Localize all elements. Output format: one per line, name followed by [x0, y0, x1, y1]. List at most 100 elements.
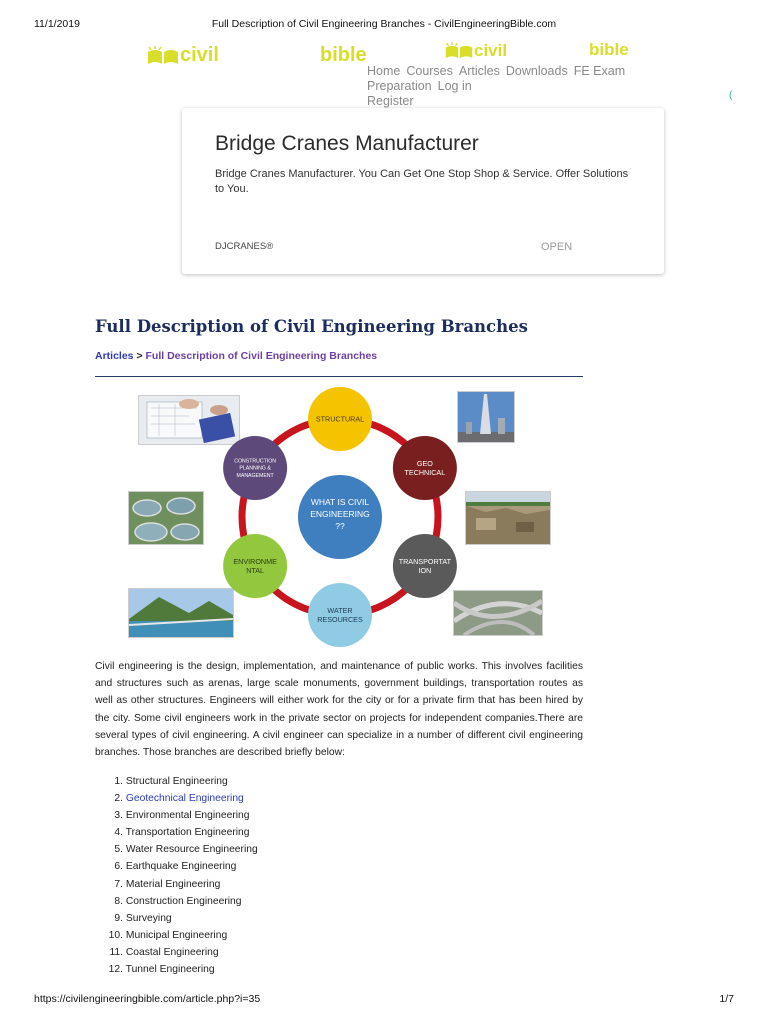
diagram-node-label: TRANSPORTAT	[399, 557, 452, 566]
logo-bible-text: bible	[320, 44, 367, 66]
diagram-node-label: ENVIRONME	[233, 557, 277, 566]
edge-fragment-icon: (	[729, 90, 733, 101]
breadcrumb-articles-link[interactable]: Articles	[95, 350, 134, 362]
nav-courses[interactable]: Courses	[406, 64, 453, 78]
branch-number: 10.	[108, 929, 123, 941]
branch-label: Surveying	[123, 912, 172, 924]
branch-label: Construction Engineering	[123, 895, 242, 907]
branch-label: Structural Engineering	[123, 776, 228, 787]
diagram-node-label: ION	[418, 566, 431, 575]
branch-number: 4.	[114, 827, 123, 839]
diagram-node-label: NTAL	[246, 566, 264, 575]
title-divider	[95, 376, 583, 377]
diagram-node	[308, 387, 372, 451]
intro-paragraph: Civil engineering is the design, impleme…	[95, 661, 583, 759]
nav-articles[interactable]: Articles	[458, 64, 500, 78]
branch-list-item: 10. Municipal Engineering	[95, 927, 395, 944]
branch-list-item: 11. Coastal Engineering	[95, 944, 395, 961]
branch-number: 3.	[114, 810, 123, 822]
diagram-node	[392, 436, 457, 500]
photo-highway	[453, 590, 543, 636]
nav-register[interactable]: Register	[367, 94, 414, 108]
diagram-node	[392, 534, 457, 598]
branch-label: Tunnel Engineering	[123, 964, 215, 976]
branch-label: Material Engineering	[123, 878, 221, 890]
diagram-center-label: ENGINEERING	[310, 509, 370, 519]
branch-number: 8.	[114, 895, 123, 907]
branch-list-item: 8. Construction Engineering	[95, 893, 395, 910]
diagram-center-label: WHAT IS CIVIL	[311, 497, 370, 507]
branch-list-item: 6. Earthquake Engineering	[95, 858, 395, 875]
diagram-node-label: STRUCTURAL	[316, 414, 364, 423]
branch-number: 2.	[114, 793, 123, 805]
breadcrumb-separator: >	[136, 350, 143, 362]
branch-list-item: 5. Water Resource Engineering	[95, 841, 395, 858]
photo-blueprint	[138, 395, 240, 445]
diagram-node	[308, 583, 372, 647]
book-icon	[148, 45, 178, 64]
diagram-node-label: TECHNICAL	[404, 468, 445, 477]
diagram-center-circle	[298, 475, 382, 559]
breadcrumb-current: Full Description of Civil Engineering Br…	[145, 350, 378, 362]
diagram-node-label: WATER	[327, 606, 352, 615]
branch-list-item: 3. Environmental Engineering	[95, 807, 395, 824]
branch-number: 12.	[108, 964, 123, 976]
branch-label: Water Resource Engineering	[123, 844, 258, 856]
nav-home[interactable]: Home	[367, 64, 401, 78]
ad-description: Bridge Cranes Manufacturer. You Can Get …	[215, 168, 629, 195]
branch-label: Environmental Engineering	[123, 810, 250, 822]
book-icon	[445, 42, 473, 59]
diagram-node-label: MANAGEMENT	[237, 473, 275, 479]
photo-treatment-plant	[128, 491, 204, 545]
diagram-node	[223, 534, 288, 598]
photo-tower	[457, 391, 515, 443]
print-page-number: 1/7	[719, 993, 734, 1005]
article-title: Full Description of Civil Engineering Br…	[95, 317, 528, 336]
ad-open-button[interactable]: OPEN	[541, 241, 573, 253]
site-logo-bible[interactable]: bible	[320, 44, 367, 67]
circle-diagram: WHAT IS CIVILENGINEERING??STRUCTURALGEOT…	[223, 387, 457, 647]
diagram-node-label: CONSTRUCTION	[234, 459, 276, 465]
site-logo-civil-secondary[interactable]: civil	[444, 41, 507, 61]
diagram-node-label: GEO	[417, 459, 433, 468]
nav-fe-exam[interactable]: FE Exam Preparation	[367, 64, 626, 93]
breadcrumb: Articles > Full Description of Civil Eng…	[95, 350, 377, 362]
print-date: 11/1/2019	[34, 18, 80, 30]
branch-label: Municipal Engineering	[123, 929, 228, 941]
branch-list-item: 1. Structural Engineering	[95, 773, 395, 790]
branch-number: 6.	[114, 861, 123, 873]
diagram-center-label: ??	[335, 521, 345, 531]
site-logo-bible-secondary[interactable]: bible	[589, 40, 629, 60]
branch-number: 9.	[114, 912, 123, 924]
print-title: Full Description of Civil Engineering Br…	[211, 18, 557, 30]
diagram-node-label: RESOURCES	[317, 615, 363, 624]
ad-sponsor: DJCRANES®	[215, 241, 274, 252]
print-url: https://civilengineeringbible.com/articl…	[34, 993, 261, 1005]
logo-bible-text: bible	[589, 40, 629, 59]
branch-number: 1.	[114, 776, 123, 787]
site-logo-civil[interactable]: civil	[146, 44, 219, 67]
ad-title[interactable]: Bridge Cranes Manufacturer	[215, 132, 479, 155]
branch-number: 7.	[114, 878, 123, 890]
ad-card[interactable]: Bridge Cranes Manufacturer Bridge Cranes…	[182, 108, 664, 274]
branch-number: 11.	[109, 946, 123, 958]
branch-list-item[interactable]: 2. Geotechnical Engineering	[95, 790, 395, 807]
branch-list-item: 12. Tunnel Engineering	[95, 961, 395, 978]
branch-label: Earthquake Engineering	[123, 861, 237, 873]
branch-number: 5.	[114, 844, 123, 856]
logo-civil-text: civil	[180, 44, 219, 66]
branch-label: Coastal Engineering	[123, 946, 219, 958]
branch-list-item: 9. Surveying	[95, 910, 395, 927]
photo-dam	[128, 588, 234, 638]
branch-link[interactable]: Geotechnical Engineering	[123, 793, 244, 805]
nav-downloads[interactable]: Downloads	[505, 64, 568, 78]
photo-excavation	[465, 491, 551, 545]
diagram-node-label: PLANNING &	[239, 466, 271, 472]
branch-list-item: 4. Transportation Engineering	[95, 824, 395, 841]
logo-civil-text: civil	[474, 41, 508, 60]
branch-list-item: 7. Material Engineering	[95, 876, 395, 893]
nav-login[interactable]: Log in	[437, 79, 472, 93]
